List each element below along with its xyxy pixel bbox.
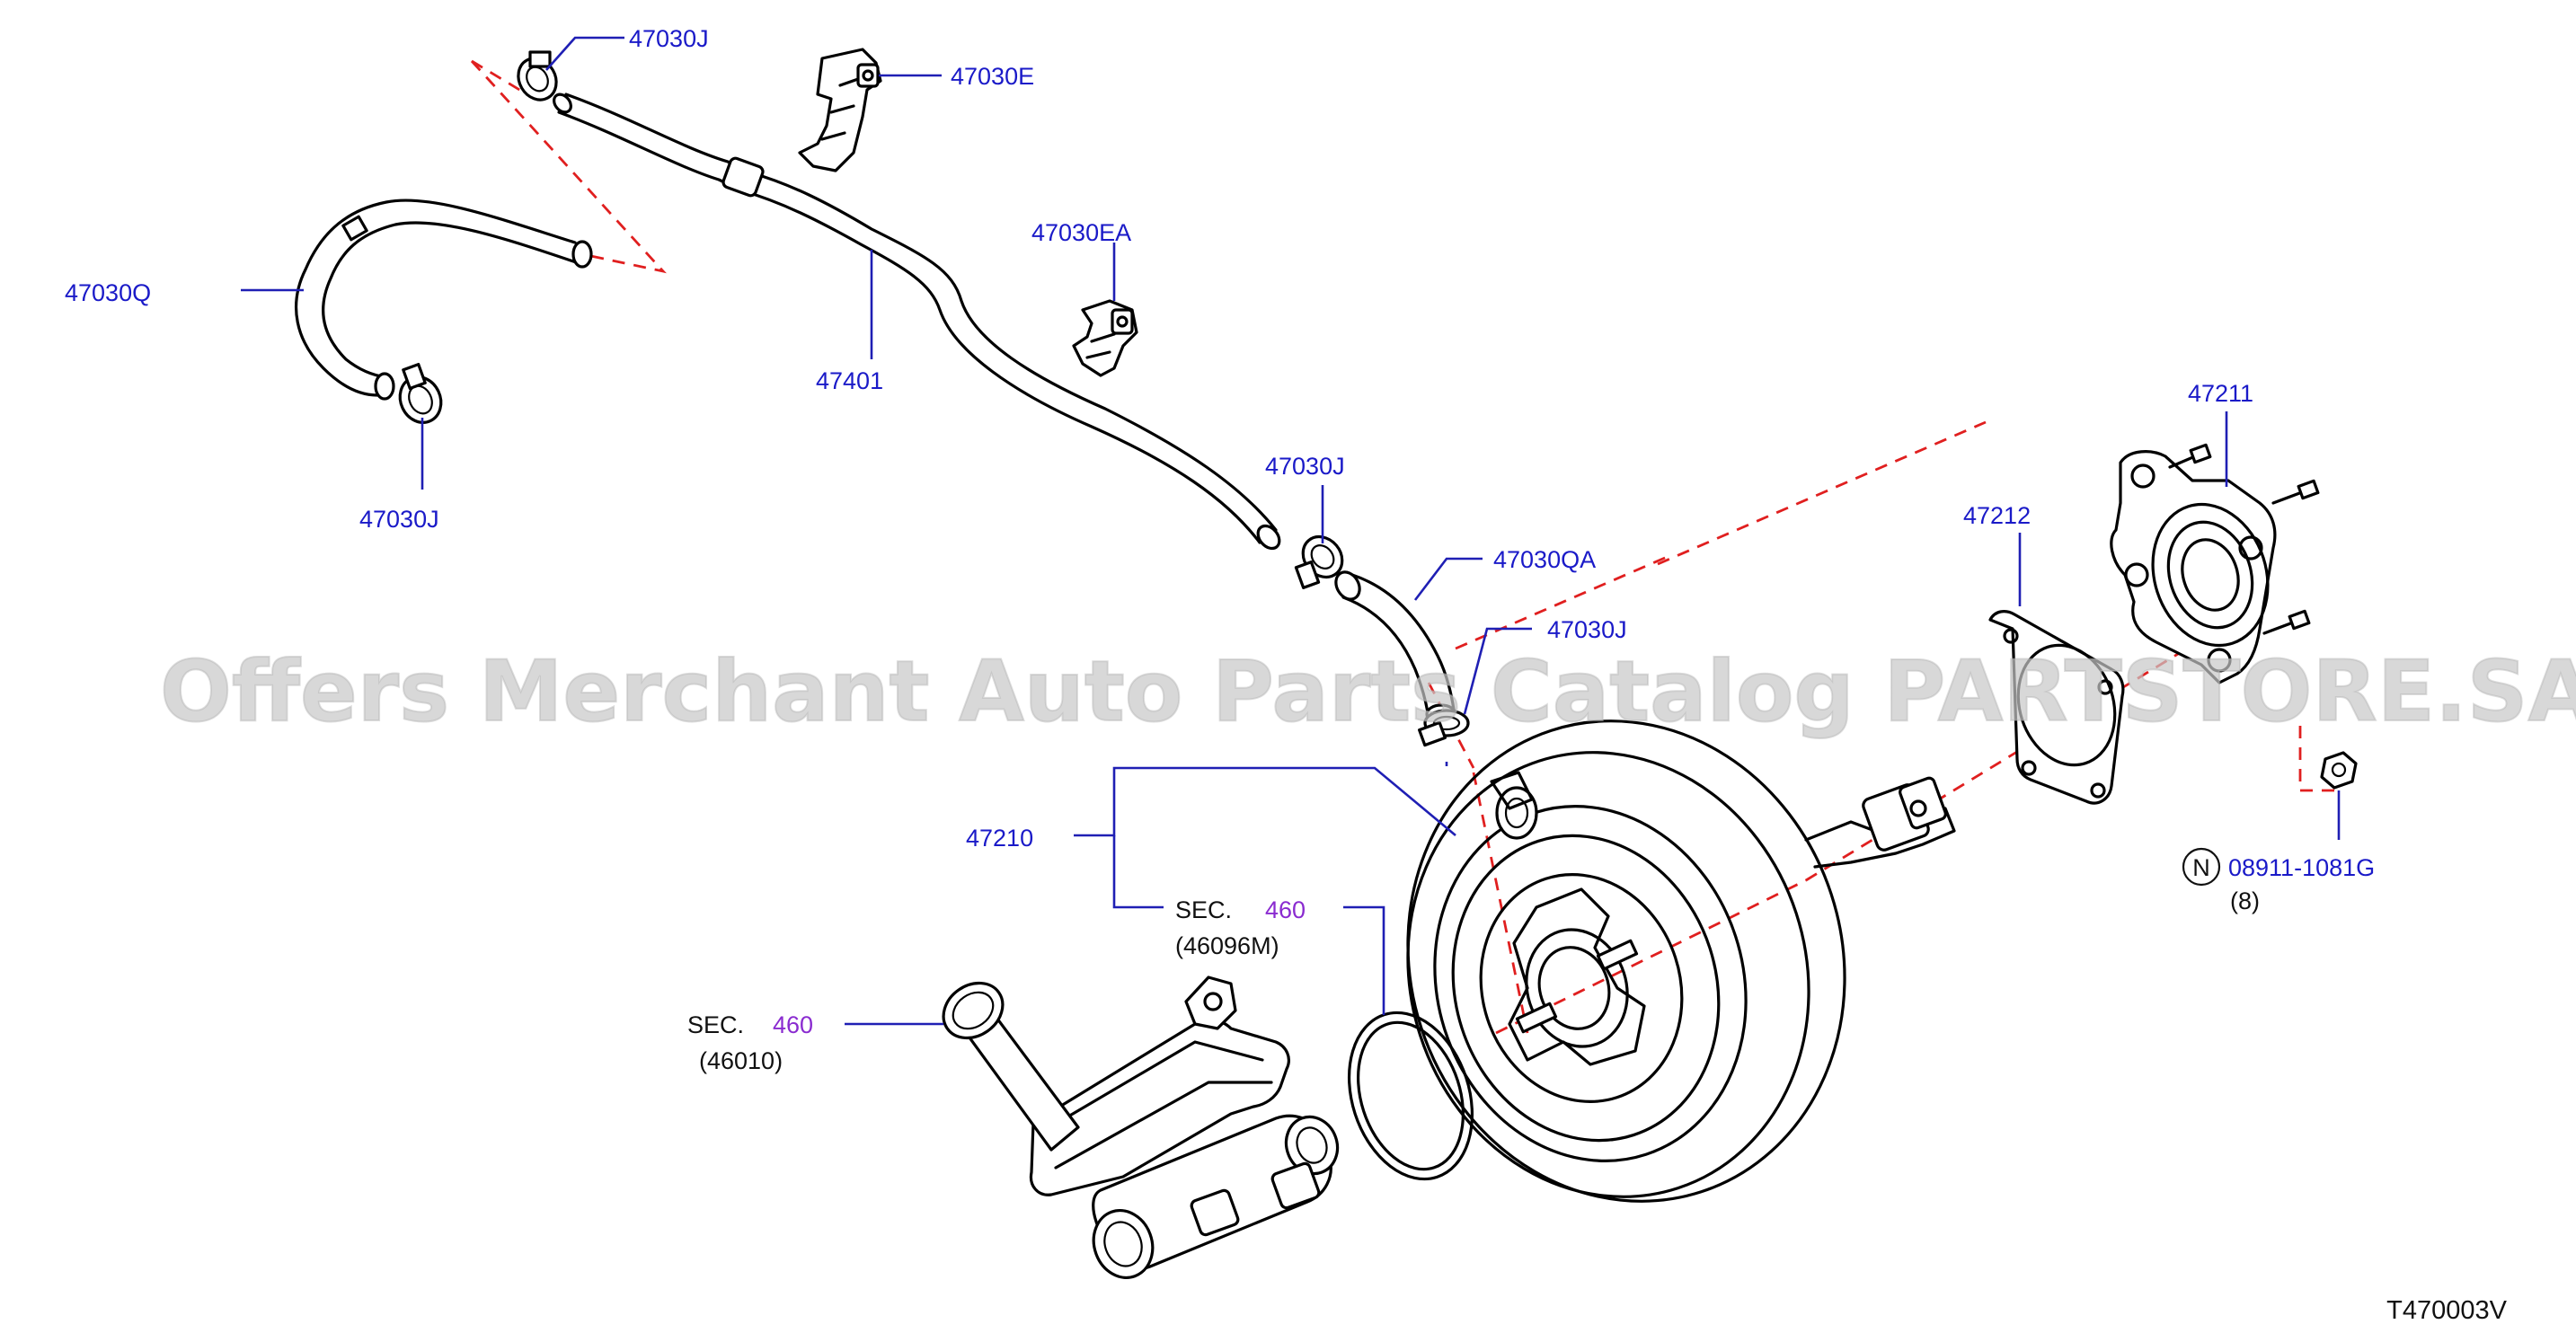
label-08911-1081G[interactable]: 08911-1081G [2228, 854, 2375, 881]
sec-number-2[interactable]: 460 [773, 1011, 813, 1038]
label-47030J-lower[interactable]: 47030J [1547, 616, 1627, 643]
dash-upper-stud [1455, 553, 1672, 650]
sec-number-1[interactable]: 460 [1265, 896, 1306, 923]
clamp-47030J-left[interactable] [393, 362, 448, 429]
sec-sub-1: (46096M) [1175, 932, 1279, 959]
seal-ring-46096M[interactable] [1329, 997, 1492, 1196]
sec-prefix-1: SEC. [1175, 896, 1232, 923]
bracket-47030EA[interactable] [1072, 299, 1138, 377]
label-47030Q[interactable]: 47030Q [65, 279, 151, 306]
bracket-47211[interactable] [2110, 443, 2320, 684]
assembly-dashed-lines [470, 59, 2336, 1035]
part-labels: 47030J 47030E 47030Q 47030J 47401 47030E… [65, 25, 2375, 1074]
brake-booster-47210[interactable] [1346, 664, 1956, 1258]
watermark-text: Offers Merchant Auto Parts Catalog PARTS… [160, 643, 2576, 741]
label-47030J-mid[interactable]: 47030J [1265, 453, 1345, 480]
label-47030QA[interactable]: 47030QA [1493, 546, 1596, 573]
nut-symbol-circle [2182, 847, 2221, 887]
clamp-47030J-lower[interactable] [1418, 709, 1470, 747]
master-cylinder-46010[interactable] [933, 972, 1345, 1286]
label-47211[interactable]: 47211 [2188, 380, 2253, 407]
label-47030E[interactable]: 47030E [951, 63, 1034, 90]
sec-sub-2: (46010) [699, 1047, 783, 1074]
gasket-47212[interactable] [1988, 610, 2129, 805]
clamp-47030J-mid[interactable] [1294, 529, 1350, 589]
nut-symbol-letter: N [2192, 854, 2210, 881]
label-47401[interactable]: 47401 [816, 367, 883, 394]
hose-47030Q[interactable] [295, 199, 593, 401]
label-47030J-left[interactable]: 47030J [359, 506, 439, 533]
label-47030J-top[interactable]: 47030J [629, 25, 709, 52]
sec-prefix-2: SEC. [687, 1011, 744, 1038]
hose-47401[interactable] [551, 91, 1284, 552]
label-08911-qty: (8) [2230, 887, 2260, 914]
leader-lines [241, 36, 2341, 1026]
label-47212[interactable]: 47212 [1963, 502, 2031, 529]
nut-08911-1081G[interactable] [2320, 751, 2358, 790]
label-47210[interactable]: 47210 [966, 825, 1033, 852]
bracket-47030E[interactable] [798, 48, 882, 172]
label-47030EA[interactable]: 47030EA [1031, 219, 1131, 246]
diagram-code: T470003V [2386, 1296, 2507, 1325]
